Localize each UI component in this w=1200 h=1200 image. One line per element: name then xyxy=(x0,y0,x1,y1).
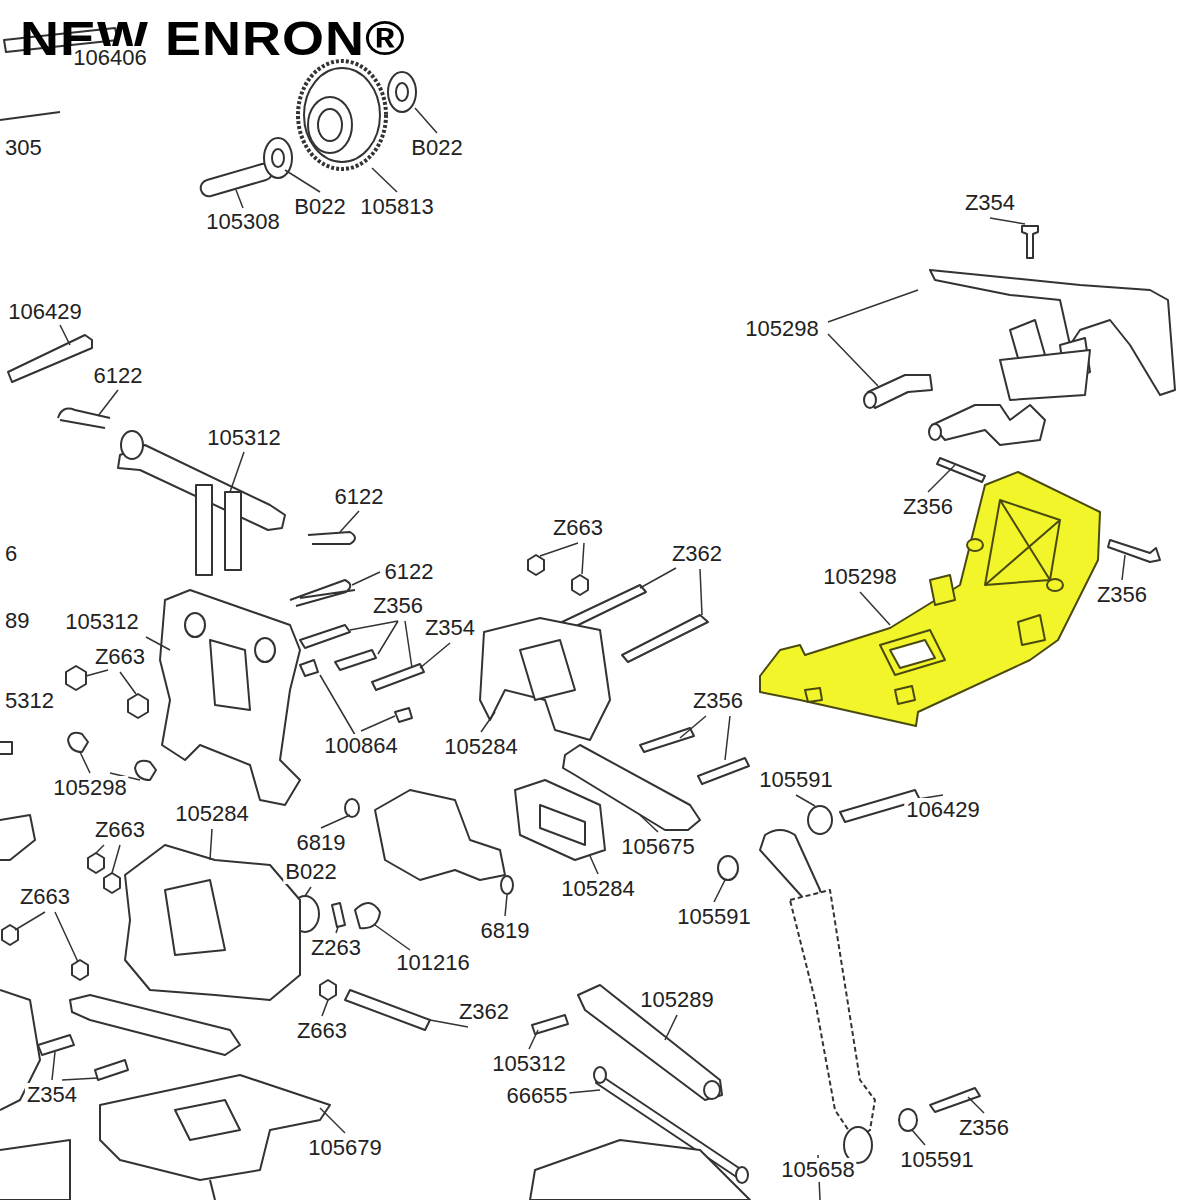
callout-number: Z362 xyxy=(457,1000,511,1024)
callout-number: 105813 xyxy=(358,195,435,219)
callout-number: 66655 xyxy=(504,1084,569,1108)
callout-number: 6122 xyxy=(333,485,386,509)
callout-number: 105591 xyxy=(757,768,834,792)
callout-number: 100864 xyxy=(322,734,399,758)
callout-number: Z356 xyxy=(691,689,745,713)
callout-number: 105658 xyxy=(779,1158,856,1182)
callout-number: 105312 xyxy=(205,426,282,450)
callout-number: 105312 xyxy=(490,1052,567,1076)
callout-number: 105284 xyxy=(173,802,250,826)
callout-number: 6819 xyxy=(295,831,348,855)
callout-number: 105298 xyxy=(743,317,820,341)
callout-number: 105591 xyxy=(675,905,752,929)
callout-number: Z356 xyxy=(1095,583,1149,607)
callout-number: Z356 xyxy=(901,495,955,519)
callout-number: 105289 xyxy=(638,988,715,1012)
callout-number: Z663 xyxy=(295,1019,349,1043)
callout-number: 105679 xyxy=(306,1136,383,1160)
callout-number: Z356 xyxy=(371,594,425,618)
callout-number: 6122 xyxy=(92,364,145,388)
callout-number: B022 xyxy=(283,860,338,884)
callout-number: 6819 xyxy=(479,919,532,943)
callout-number: 106406 xyxy=(71,46,148,70)
callout-number: Z663 xyxy=(551,516,605,540)
callout-number: 106429 xyxy=(904,798,981,822)
callout-number: Z354 xyxy=(963,191,1017,215)
callout-number: 105298 xyxy=(51,776,128,800)
callout-number: 6122 xyxy=(383,560,436,584)
callout-number: B022 xyxy=(292,195,347,219)
callout-number: Z263 xyxy=(309,936,363,960)
callout-number: 5312 xyxy=(3,689,56,713)
callout-number: B022 xyxy=(409,136,464,160)
callout-number: Z663 xyxy=(93,645,147,669)
callout-number: 89 xyxy=(3,609,31,633)
callout-number: Z663 xyxy=(93,818,147,842)
callout-number: Z356 xyxy=(957,1116,1011,1140)
callout-number: 305 xyxy=(3,136,44,160)
callout-number: 105308 xyxy=(204,210,281,234)
callout-number: Z663 xyxy=(18,885,72,909)
callout-number: Z354 xyxy=(423,616,477,640)
callout-number: 101216 xyxy=(394,951,471,975)
callout-number: 105298 xyxy=(821,565,898,589)
callout-number: Z362 xyxy=(670,542,724,566)
callout-number: Z354 xyxy=(25,1083,79,1107)
callout-number: 105312 xyxy=(63,610,140,634)
callout-number: 105591 xyxy=(898,1148,975,1172)
callout-number: 6 xyxy=(3,542,19,566)
callout-number: 105284 xyxy=(442,735,519,759)
callout-number: 105284 xyxy=(559,877,636,901)
callout-number: 105675 xyxy=(619,835,696,859)
callout-number: 106429 xyxy=(6,300,83,324)
